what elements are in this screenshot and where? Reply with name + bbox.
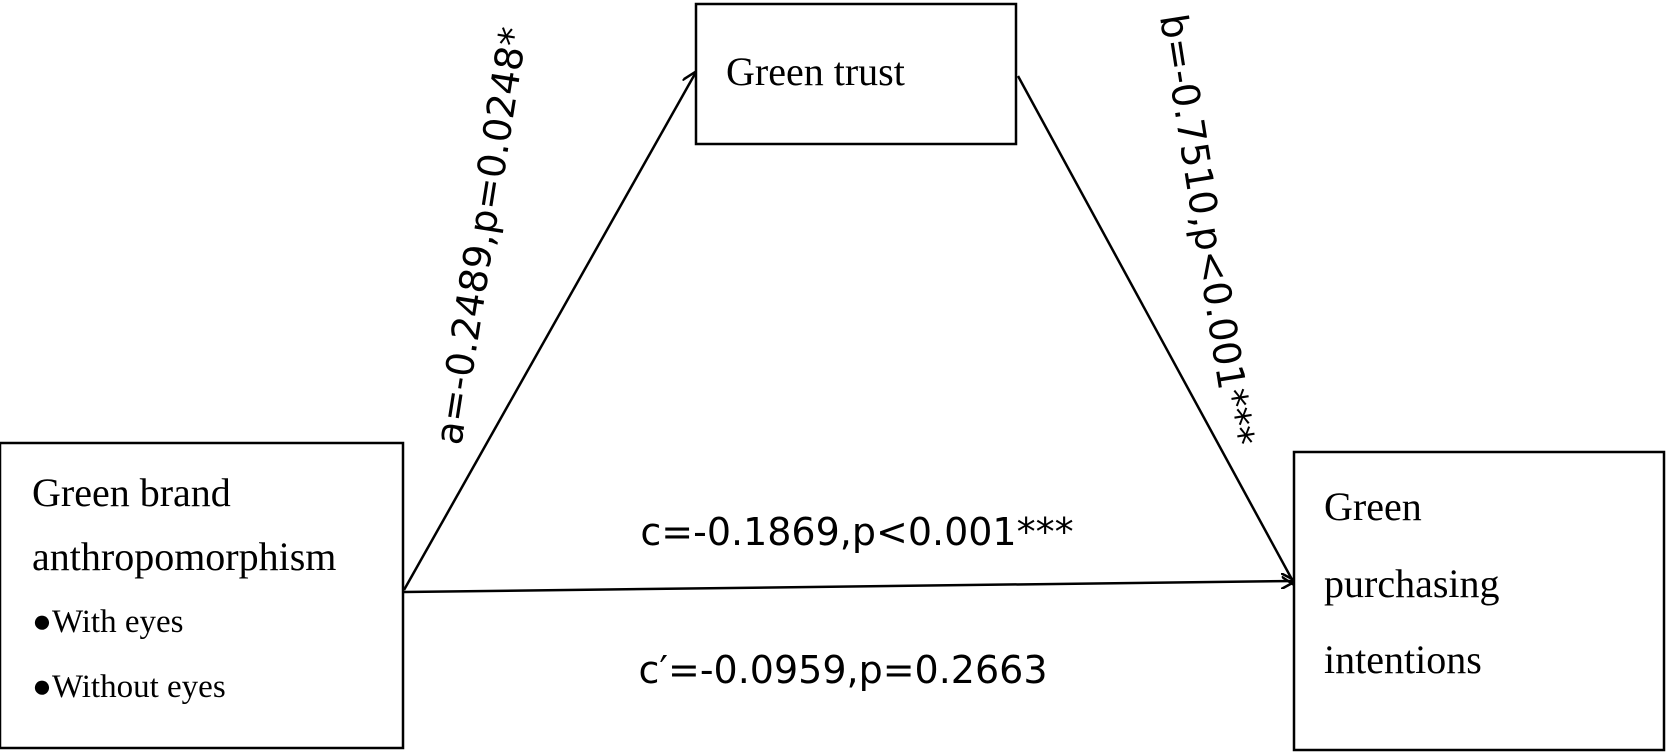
path-c-arrow bbox=[403, 581, 1295, 594]
dependent-node-green-purchasing-intentions: Green purchasing intentions bbox=[1292, 450, 1666, 752]
path-c-label: c=-0.1869,p<0.001*** bbox=[640, 510, 1073, 554]
independent-node-green-brand-anthropomorphism: Green brand anthropomorphism ●With eyes … bbox=[0, 441, 405, 750]
path-b-label: b=-0.7510,p<0.001*** bbox=[1151, 11, 1263, 449]
path-c-prime-label: c′=-0.0959,p=0.2663 bbox=[638, 648, 1047, 692]
dependent-label-line-1: Green bbox=[1324, 484, 1422, 529]
bullet-icon: ● bbox=[32, 669, 52, 705]
independent-label-line-2: anthropomorphism bbox=[32, 534, 336, 579]
bullet-icon: ● bbox=[32, 604, 52, 640]
path-a-arrow bbox=[402, 72, 696, 591]
independent-label-line-1: Green brand bbox=[32, 470, 231, 515]
path-b-arrow bbox=[1016, 75, 1295, 585]
dependent-label-line-3: intentions bbox=[1324, 637, 1482, 682]
mediator-node-green-trust: Green trust bbox=[694, 2, 1018, 146]
dependent-label-line-2: purchasing bbox=[1324, 561, 1500, 606]
mediator-label: Green trust bbox=[726, 49, 905, 94]
condition-with-eyes: ●With eyes bbox=[32, 604, 184, 640]
condition-without-eyes: ●Without eyes bbox=[32, 669, 226, 705]
